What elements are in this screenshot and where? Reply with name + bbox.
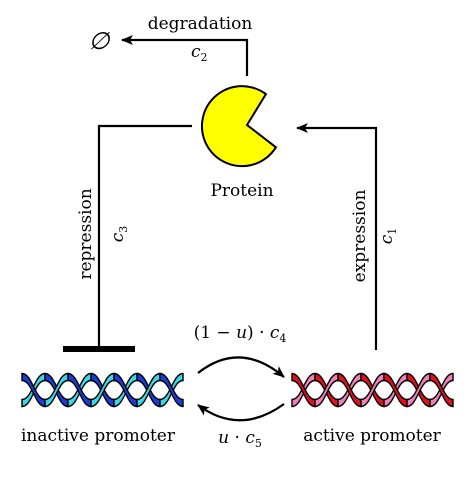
empty-set-symbol: ∅	[89, 27, 111, 55]
active-promoter-label: active promoter	[303, 426, 441, 446]
active-promoter-helix	[291, 372, 454, 408]
expression-label: expression	[350, 190, 370, 283]
degradation-rate: c2	[191, 42, 208, 64]
repression-label: repression	[76, 188, 96, 279]
protein-icon	[200, 85, 278, 168]
activation-edge: (1 − u) · c4	[194, 323, 287, 378]
repression-edge: repression c3	[63, 124, 192, 352]
helix-strand-segment	[429, 372, 454, 408]
protein-node: Protein	[200, 85, 278, 201]
degradation-edge: degradation c2	[121, 14, 253, 76]
inactive-promoter-helix	[21, 372, 184, 408]
activation-rate: (1 − u) · c4	[194, 323, 287, 345]
inactive-promoter-label: inactive promoter	[21, 426, 176, 446]
helix-strand-segment	[159, 372, 184, 408]
repression-rate: c3	[108, 226, 130, 243]
deactivation-rate: u · c5	[218, 428, 262, 450]
deactivation-edge: u · c5	[197, 403, 285, 450]
expression-edge: expression c1	[296, 123, 399, 350]
expression-rate: c1	[377, 228, 399, 245]
protein-label: Protein	[210, 181, 273, 201]
degradation-label: degradation	[148, 14, 253, 34]
